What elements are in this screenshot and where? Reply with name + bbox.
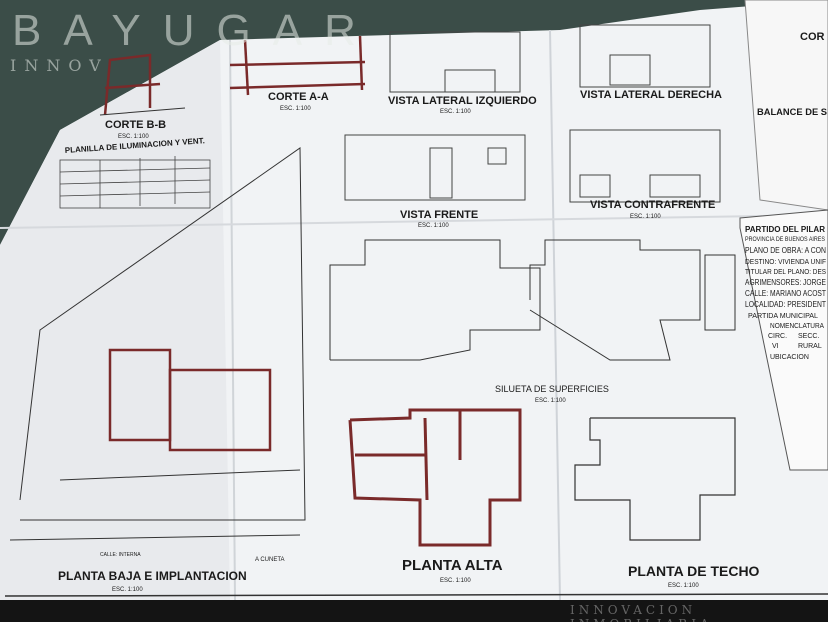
planta-alta-scale: ESC. 1:100 bbox=[440, 578, 471, 584]
tb-partido: PARTIDO DEL PILAR bbox=[745, 225, 825, 234]
tb-calle: CALLE: MARIANO ACOST bbox=[745, 289, 826, 298]
tb-partida: PARTIDA MUNICIPAL bbox=[748, 313, 818, 320]
corte-bb-title: CORTE B-B bbox=[105, 119, 166, 131]
tb-agrimensores: AGRIMENSORES: JORGE bbox=[745, 278, 826, 287]
watermark-footer: INNOVACION INMOBILIARIA bbox=[570, 603, 709, 622]
tb-circ: CIRC. bbox=[768, 333, 787, 340]
vista-frente-title: VISTA FRENTE bbox=[400, 209, 478, 221]
tb-secc: SECC. bbox=[798, 333, 819, 340]
corte-bb-scale: ESC. 1:100 bbox=[118, 134, 149, 140]
corte-right-title: COR bbox=[800, 31, 825, 43]
vista-lat-der-title: VISTA LATERAL DERECHA bbox=[580, 89, 722, 101]
tb-localidad: LOCALIDAD: PRESIDENT bbox=[745, 300, 826, 309]
planta-alta-drawing bbox=[348, 408, 522, 547]
vista-lat-izq-title: VISTA LATERAL IZQUIERDO bbox=[388, 95, 537, 107]
vista-lat-izq-scale: ESC. 1:100 bbox=[440, 109, 471, 115]
planta-techo-drawing bbox=[574, 417, 736, 541]
balance-title: BALANCE DE S bbox=[757, 107, 827, 117]
tb-provincia: PROVINCIA DE BUENOS AIRES bbox=[745, 237, 825, 243]
tb-destino: DESTINO: VIVIENDA UNIF bbox=[745, 259, 826, 266]
vista-frente-scale: ESC. 1:100 bbox=[418, 223, 449, 229]
corte-aa-scale: ESC. 1:100 bbox=[280, 106, 311, 112]
watermark-subtitle: INNOV bbox=[10, 56, 109, 75]
corte-aa-drawing bbox=[229, 35, 366, 96]
tb-nomenclatura: NOMENCLATURA bbox=[770, 323, 824, 330]
planta-baja-scale: ESC. 1:100 bbox=[112, 587, 143, 593]
planta-baja-drawing bbox=[9, 147, 306, 541]
planta-baja-cuneta: A CUNETA bbox=[255, 557, 285, 563]
planta-techo-title: PLANTA DE TECHO bbox=[628, 563, 760, 579]
vista-contrafrente-title: VISTA CONTRAFRENTE bbox=[590, 199, 715, 211]
corte-aa-title: CORTE A-A bbox=[268, 91, 329, 103]
tb-secc-val: RURAL bbox=[798, 343, 822, 350]
planilla-table bbox=[59, 156, 211, 209]
silueta-title: SILUETA DE SUPERFICIES bbox=[495, 384, 609, 394]
corte-bb-drawing bbox=[99, 53, 186, 116]
watermark-logo: BAYUGAR bbox=[12, 6, 378, 55]
vistas-drawings bbox=[344, 24, 721, 203]
planta-techo-scale: ESC. 1:100 bbox=[668, 583, 699, 589]
planta-baja-title: PLANTA BAJA E IMPLANTACION bbox=[58, 569, 247, 583]
silueta-scale: ESC. 1:100 bbox=[535, 398, 566, 404]
tb-ubicacion: UBICACION bbox=[770, 354, 809, 361]
silueta-drawing bbox=[329, 239, 736, 361]
vista-contrafrente-scale: ESC. 1:100 bbox=[630, 214, 661, 220]
tb-titular: TITULAR DEL PLANO: DES bbox=[745, 269, 826, 276]
title-block: PARTIDO DEL PILAR PROVINCIA DE BUENOS AI… bbox=[745, 225, 826, 361]
planta-baja-street: CALLE: INTERNA bbox=[100, 552, 141, 558]
planta-alta-title: PLANTA ALTA bbox=[402, 557, 503, 574]
tb-circ-val: VI bbox=[772, 343, 779, 350]
tb-plano: PLANO DE OBRA: A CON bbox=[745, 246, 826, 255]
